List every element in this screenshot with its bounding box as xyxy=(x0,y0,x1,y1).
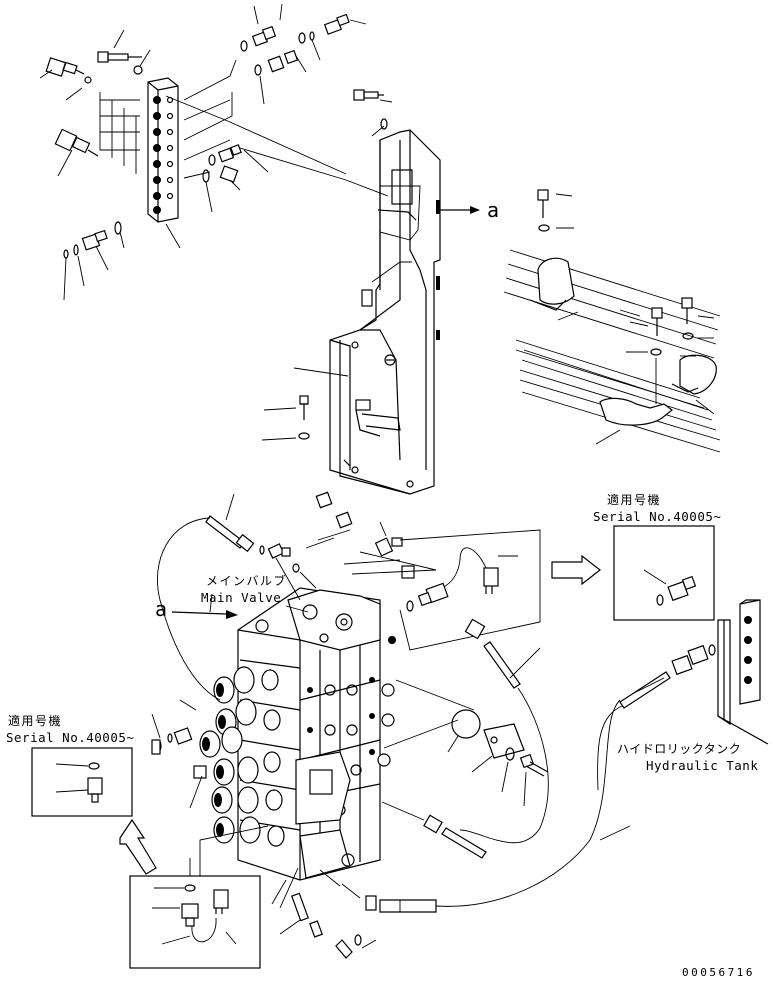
terminal-block-ports xyxy=(153,96,174,214)
hydraulic-tank-label-ja: ハイドロリックタンク xyxy=(617,742,742,756)
serial-label-left-ja: 適用号機 xyxy=(8,714,63,728)
serial-label-right-ja: 適用号機 xyxy=(607,493,662,507)
main-valve xyxy=(199,587,396,881)
pressure-sensor-fitting xyxy=(54,128,99,177)
serial-detail-box-right xyxy=(551,525,715,621)
hydraulic-tank-connection xyxy=(597,599,769,791)
serial-label-left-en: Serial No.40005~ xyxy=(6,730,135,745)
serial-detail-box-left xyxy=(31,747,157,875)
reference-arrow-a xyxy=(171,593,309,619)
valve-right-ports xyxy=(307,636,396,818)
valve-spool-caps xyxy=(199,666,285,847)
hydraulic-tank-label-en: Hydraulic Tank xyxy=(646,758,759,773)
serial-label-right-en: Serial No.40005~ xyxy=(593,509,722,524)
reference-label-a-main: a xyxy=(155,597,168,621)
pressure-sensor-detail-box xyxy=(129,825,269,969)
terminal-block-assembly xyxy=(39,3,367,301)
valve-fittings-and-hoses xyxy=(151,491,631,959)
pressure-switch-fitting xyxy=(39,57,92,101)
main-valve-label-ja: メインバルブ xyxy=(206,574,288,588)
drawing-code: 00056716 xyxy=(682,966,755,979)
reference-label-a-top: a xyxy=(487,198,500,222)
hose-clamp-assembly xyxy=(503,189,721,453)
main-valve-label-en: Main Valve xyxy=(201,590,282,605)
valve-mounting-bracket xyxy=(165,89,480,495)
